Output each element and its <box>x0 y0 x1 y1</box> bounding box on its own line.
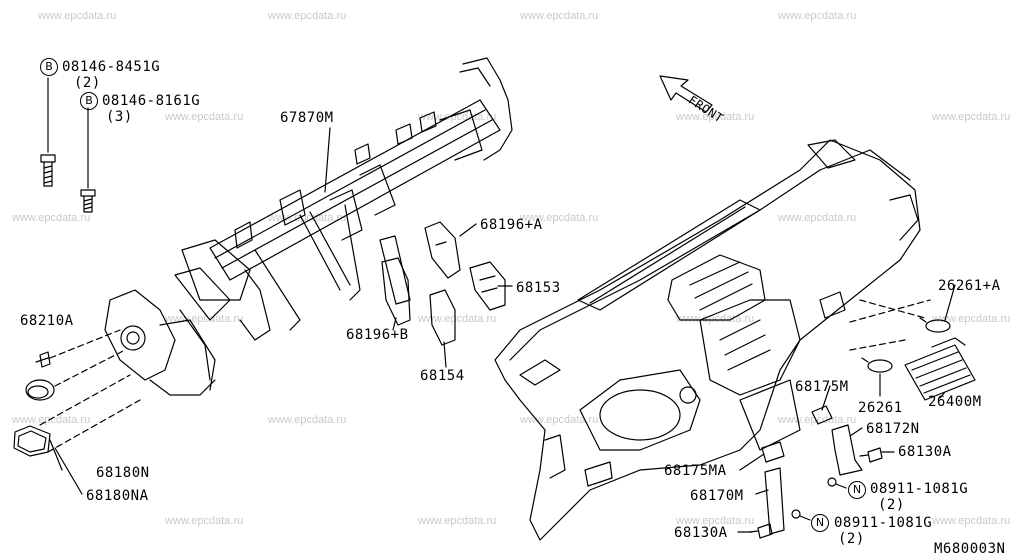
watermark: www.epcdata.ru <box>778 10 857 22</box>
part-number[interactable]: 68153 <box>516 280 561 296</box>
dashed-leader <box>849 299 931 351</box>
watermark: www.epcdata.ru <box>268 414 347 426</box>
watermark: www.epcdata.ru <box>676 111 755 123</box>
watermark: www.epcdata.ru <box>676 515 755 527</box>
part-number[interactable]: 08911-1081G <box>870 481 969 497</box>
instrument-panel <box>494 139 921 541</box>
bulb-26261 <box>861 357 893 373</box>
bracket-68172N <box>831 424 863 476</box>
watermark: www.epcdata.ru <box>932 111 1011 123</box>
part-number[interactable]: 68180NA <box>86 488 149 504</box>
dashed-leader <box>39 329 141 453</box>
part-number[interactable]: 68172N <box>866 421 920 437</box>
part-qty: (2) <box>838 531 865 547</box>
bolt-icon <box>40 77 56 187</box>
watermark: www.epcdata.ru <box>38 10 117 22</box>
part-number[interactable]: 68196+A <box>480 217 543 233</box>
part-number[interactable]: 08146-8161G <box>102 93 201 109</box>
bolt-symbol: B <box>80 92 98 110</box>
watermark: www.epcdata.ru <box>418 515 497 527</box>
part-number[interactable]: 26261+A <box>938 278 1001 294</box>
nut-symbol: N <box>848 481 866 499</box>
part-number[interactable]: 68210A <box>20 313 74 329</box>
bracket-68175M <box>811 405 833 425</box>
part-number[interactable]: 26261 <box>858 400 903 416</box>
part-number[interactable]: 26400M <box>928 394 982 410</box>
part-number[interactable]: 68175MA <box>664 463 727 479</box>
bolt-icon <box>80 107 96 213</box>
watermark: www.epcdata.ru <box>778 212 857 224</box>
part-number[interactable]: 08146-8451G <box>62 59 161 75</box>
bolt-icon <box>859 447 883 463</box>
watermark: www.epcdata.ru <box>12 212 91 224</box>
bracket-68196A <box>424 221 461 279</box>
bracket-68175MA <box>761 441 785 463</box>
part-number[interactable]: 68130A <box>898 444 952 460</box>
bolt-icon <box>35 351 51 368</box>
bracket-68154 <box>429 289 456 346</box>
watermark: www.epcdata.ru <box>12 414 91 426</box>
part-qty: (2) <box>878 497 905 513</box>
bracket-68196B <box>381 257 411 326</box>
bolt-icon <box>749 523 773 539</box>
watermark: www.epcdata.ru <box>165 111 244 123</box>
bolt-symbol: B <box>40 58 58 76</box>
part-number[interactable]: 68130A <box>674 525 728 541</box>
part-number[interactable]: 68170M <box>690 488 744 504</box>
watermark: www.epcdata.ru <box>676 313 755 325</box>
leader-lines <box>49 127 956 533</box>
watermark: www.epcdata.ru <box>520 10 599 22</box>
bracket-68170M <box>764 467 785 535</box>
watermark: www.epcdata.ru <box>418 313 497 325</box>
part-number[interactable]: 68154 <box>420 368 465 384</box>
part-number[interactable]: 68175M <box>795 379 849 395</box>
part-number[interactable]: 68180N <box>96 465 150 481</box>
cap-68180N <box>25 379 55 401</box>
part-number[interactable]: 68196+B <box>346 327 409 343</box>
watermark: www.epcdata.ru <box>932 515 1011 527</box>
nut-symbol: N <box>811 514 829 532</box>
lid-68180NA <box>13 425 51 457</box>
steering-member-67870M <box>104 57 513 396</box>
watermark: www.epcdata.ru <box>268 10 347 22</box>
watermark: www.epcdata.ru <box>165 515 244 527</box>
nut-icon <box>791 509 801 519</box>
front-arrow-icon <box>659 75 713 113</box>
nut-icon <box>827 477 837 487</box>
part-qty: (3) <box>106 109 133 125</box>
part-number[interactable]: 08911-1081G <box>834 515 933 531</box>
bracket-68153 <box>469 261 506 311</box>
diagram-code: M680003N <box>934 541 1006 557</box>
watermark: www.epcdata.ru <box>932 313 1011 325</box>
part-number[interactable]: 67870M <box>280 110 334 126</box>
bulb-26261A <box>919 317 951 333</box>
watermark: www.epcdata.ru <box>520 212 599 224</box>
part-qty: (2) <box>74 75 101 91</box>
watermark: www.epcdata.ru <box>268 212 347 224</box>
grille-26400M <box>904 337 976 401</box>
